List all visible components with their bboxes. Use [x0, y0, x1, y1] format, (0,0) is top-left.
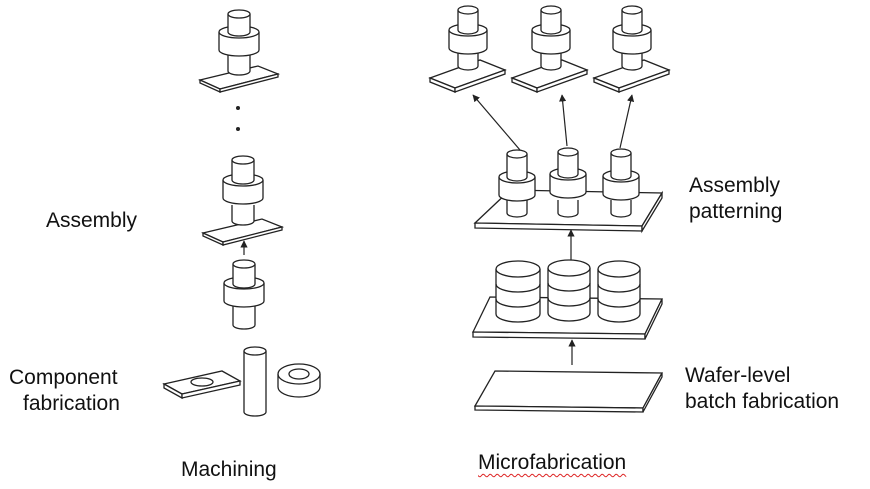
batch-layers-wafer	[471, 259, 664, 340]
continuation-dot	[236, 106, 240, 110]
separated-part-left	[428, 5, 507, 93]
assembly-patterning-wafer	[473, 147, 664, 234]
separation-arrow-left	[472, 94, 521, 151]
separated-part-middle	[510, 5, 589, 93]
microfabrication-caption: Microfabrication	[478, 451, 627, 474]
wafer-level-label-line2: batch fabrication	[685, 390, 840, 413]
machining-assembled-shaft	[223, 259, 265, 330]
separation-arrow-middle	[559, 94, 568, 147]
assembly-label: Assembly	[46, 209, 138, 232]
component-plate	[162, 370, 242, 400]
assembly-patterning-label-line1: Assembly	[689, 174, 781, 197]
blank-wafer	[473, 370, 664, 413]
continuation-dot	[236, 127, 240, 131]
wafer-level-label-line1: Wafer-level	[685, 364, 791, 387]
machining-top-assembled-part	[198, 9, 281, 94]
component-fabrication-label-line1: Component	[9, 366, 118, 389]
component-fabrication-label-line2: fabrication	[23, 392, 120, 415]
separated-part-right	[592, 5, 671, 93]
assembly-patterning-label-line2: patterning	[689, 200, 783, 223]
machining-middle-assembled-part	[200, 155, 285, 247]
component-shaft	[243, 346, 267, 417]
machining-caption: Machining	[181, 458, 277, 481]
component-washer	[277, 363, 321, 398]
separation-arrow-right	[619, 94, 635, 149]
